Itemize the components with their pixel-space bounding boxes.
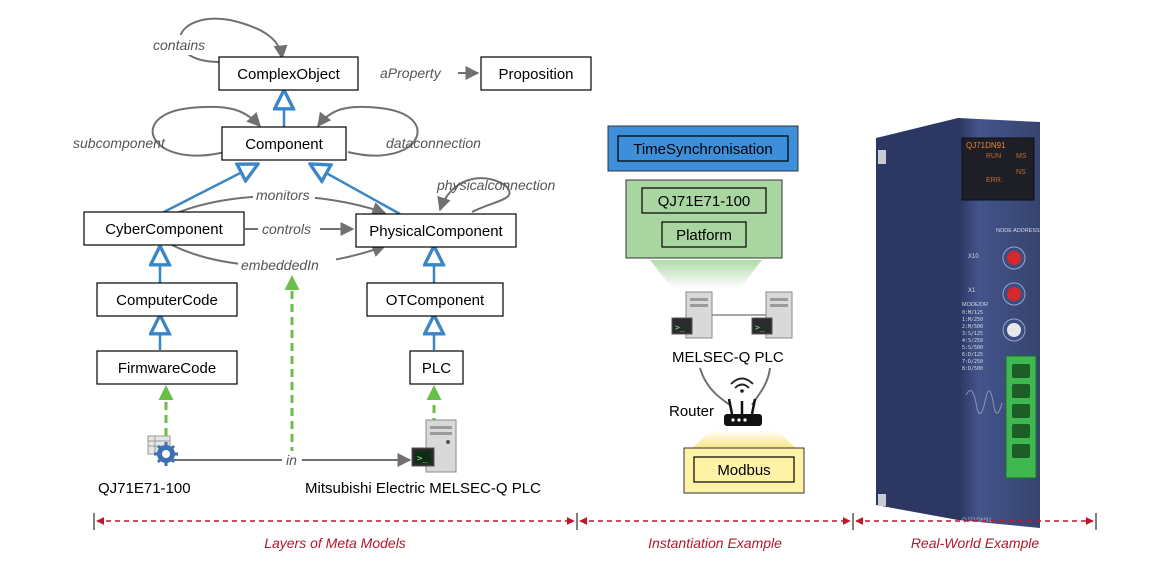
server-icon: >_ xyxy=(671,291,713,339)
edge-physicalconnection xyxy=(437,177,511,213)
edge-cyber-component xyxy=(159,164,258,216)
node-physicalcomponent[interactable]: PhysicalComponent xyxy=(355,213,517,248)
svg-text:CyberComponent: CyberComponent xyxy=(105,221,223,238)
svg-text:4:S/250: 4:S/250 xyxy=(962,338,983,344)
modbus-glow xyxy=(692,430,796,448)
edge-physical-component xyxy=(310,164,401,216)
node-cybercomponent[interactable]: CyberComponent xyxy=(83,211,245,246)
edge-dataconnection xyxy=(317,105,419,157)
label-embeddedin: embeddedIn xyxy=(241,257,319,273)
platform-box[interactable]: QJ71E71-100 Platform xyxy=(625,179,783,259)
wifi-icon xyxy=(730,377,754,393)
module-label: QJ71E71-100 xyxy=(658,193,751,210)
edge-labels: contains aProperty subcomponent dataconn… xyxy=(73,35,556,469)
server-icon: >_ xyxy=(411,419,457,473)
device-model: QJ71DN91 xyxy=(966,141,1006,150)
label-firmware-instance: QJ71E71-100 xyxy=(98,480,191,497)
device-mode-list: 0:M/125 1:M/250 2:M/500 3:S/125 4:S/250 … xyxy=(962,310,983,372)
node-proposition[interactable]: Proposition xyxy=(480,56,592,91)
label-aproperty: aProperty xyxy=(380,65,442,81)
device-mode-dr: MODE/DR xyxy=(962,302,988,308)
device-x10: X10 xyxy=(968,254,979,260)
modbus-box[interactable]: Modbus xyxy=(683,447,805,494)
node-firmwarecode[interactable]: FirmwareCode xyxy=(96,350,238,385)
timesync-label: TimeSynchronisation xyxy=(633,141,773,158)
device-x1: X1 xyxy=(968,288,976,294)
svg-text:1:M/250: 1:M/250 xyxy=(962,317,983,323)
firmware-gear-icon xyxy=(147,435,178,466)
section-bar xyxy=(93,513,1097,530)
section-meta: Layers of Meta Models xyxy=(264,535,406,551)
svg-text:>_: >_ xyxy=(675,323,685,332)
label-monitors: monitors xyxy=(256,187,310,203)
device-ns: NS xyxy=(1016,169,1026,176)
svg-text:>_: >_ xyxy=(417,454,428,464)
server-icon: >_ xyxy=(751,291,793,339)
svg-text:0:M/125: 0:M/125 xyxy=(962,310,983,316)
platform-label: Platform xyxy=(676,227,732,244)
node-plc[interactable]: PLC xyxy=(409,350,464,385)
svg-text:ComplexObject: ComplexObject xyxy=(237,66,340,83)
node-component[interactable]: Component xyxy=(221,126,347,161)
section-instantiation: Instantiation Example xyxy=(648,535,782,551)
svg-text:6:D/125: 6:D/125 xyxy=(962,352,983,358)
label-controls: controls xyxy=(262,221,311,237)
svg-text:3:S/125: 3:S/125 xyxy=(962,331,983,337)
device-node-address: NODE ADDRESS xyxy=(996,228,1040,234)
svg-text:OTComponent: OTComponent xyxy=(386,292,485,309)
platform-glow xyxy=(650,260,762,288)
node-complexobject[interactable]: ComplexObject xyxy=(218,56,359,91)
label-plc-instance: Mitsubishi Electric MELSEC-Q PLC xyxy=(305,480,541,497)
svg-text:>_: >_ xyxy=(755,323,765,332)
section-realworld: Real-World Example xyxy=(911,535,1040,551)
node-otcomponent[interactable]: OTComponent xyxy=(366,282,504,317)
node-computercode[interactable]: ComputerCode xyxy=(96,282,238,317)
timesync-box[interactable]: TimeSynchronisation xyxy=(607,125,799,172)
plc-router-link-1 xyxy=(699,367,731,406)
label-physicalconnection: physicalconnection xyxy=(436,177,556,193)
label-dataconnection: dataconnection xyxy=(386,135,481,151)
device-image: QJ71DN91 RUN MS ERR. NS NODE ADDRESS X10… xyxy=(876,118,1040,528)
svg-text:FirmwareCode: FirmwareCode xyxy=(118,360,216,377)
svg-text:PLC: PLC xyxy=(422,360,451,377)
inheritance-edges xyxy=(160,90,434,350)
edge-subcomponent xyxy=(151,105,261,157)
svg-text:ComputerCode: ComputerCode xyxy=(116,292,218,309)
svg-text:5:S/500: 5:S/500 xyxy=(962,345,983,351)
label-in: in xyxy=(286,452,297,468)
device-ms: MS xyxy=(1016,153,1027,160)
svg-text:Component: Component xyxy=(245,136,323,153)
svg-text:PhysicalComponent: PhysicalComponent xyxy=(369,223,503,240)
svg-text:8:D/500: 8:D/500 xyxy=(962,366,983,372)
device-run: RUN xyxy=(986,153,1001,160)
svg-text:7:D/250: 7:D/250 xyxy=(962,359,983,365)
modbus-label: Modbus xyxy=(717,462,770,479)
router-icon xyxy=(724,398,762,426)
svg-text:Proposition: Proposition xyxy=(498,66,573,83)
melsec-label: MELSEC-Q PLC xyxy=(672,349,784,366)
label-subcomponent: subcomponent xyxy=(73,135,166,151)
router-label: Router xyxy=(669,403,714,420)
label-contains: contains xyxy=(153,37,205,53)
svg-text:2:M/500: 2:M/500 xyxy=(962,324,983,330)
device-err: ERR. xyxy=(986,177,1003,184)
